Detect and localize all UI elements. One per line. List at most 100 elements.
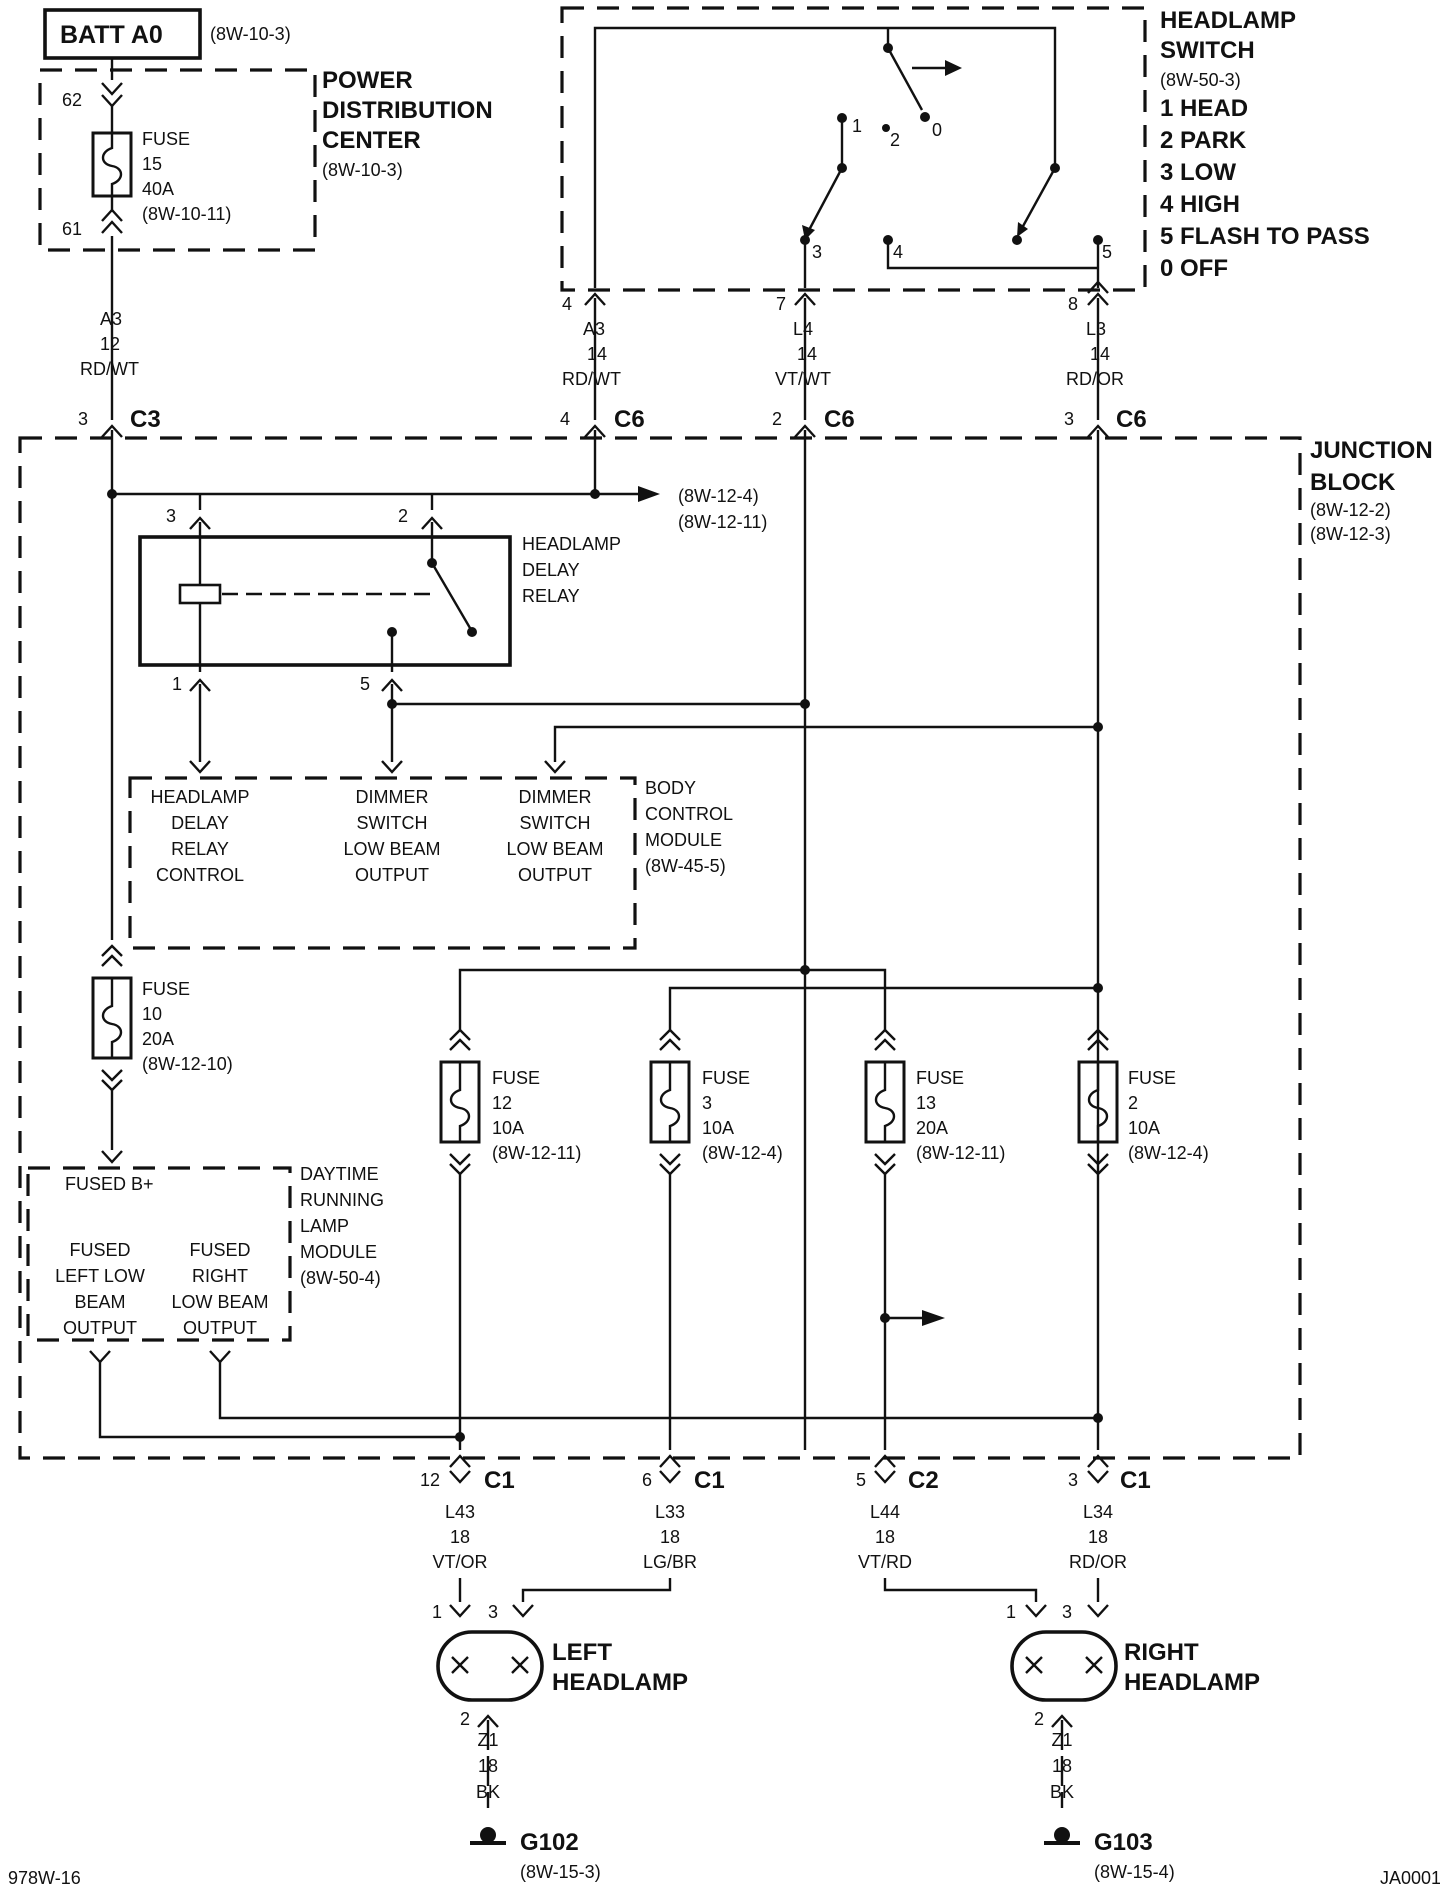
top-wire3-pin: 8 xyxy=(1068,294,1078,314)
bcm-line1: BODY xyxy=(645,778,696,798)
rh-pin2: 2 xyxy=(1034,1709,1044,1729)
bw3-pin: 5 xyxy=(856,1470,866,1490)
top-wire2-conn: C6 xyxy=(824,406,855,433)
rh-title2: HEADLAMP xyxy=(1124,1669,1260,1696)
pdc-fuse-line3: 40A xyxy=(142,179,174,199)
bcm-line4: (8W-45-5) xyxy=(645,856,726,876)
hs-line6: 3 LOW xyxy=(1160,159,1236,186)
fuse2-line1: FUSE xyxy=(1128,1068,1176,1088)
fuse10-line4: (8W-12-10) xyxy=(142,1054,233,1074)
rh-pin3: 3 xyxy=(1062,1602,1072,1622)
jb-title-line2: BLOCK xyxy=(1310,469,1396,496)
feed-wire-gauge: 12 xyxy=(100,334,120,354)
fuse13-line2: 13 xyxy=(916,1093,936,1113)
feed-wire-circuit: A3 xyxy=(100,309,122,329)
bw3-circuit: L44 xyxy=(870,1502,900,1522)
bw4-gauge: 18 xyxy=(1088,1527,1108,1547)
hs-contact-5: 5 xyxy=(1102,242,1112,262)
hs-line9: 0 OFF xyxy=(1160,255,1228,282)
lh-ground-color: BK xyxy=(476,1782,500,1802)
right-headlamp-symbol xyxy=(1010,1630,1118,1702)
fuse10-line3: 20A xyxy=(142,1029,174,1049)
relay-pin3: 3 xyxy=(166,506,176,526)
top-wire1-gauge: 14 xyxy=(587,344,607,364)
bcm-out1-line1: HEADLAMP xyxy=(150,787,249,807)
drl-right-line3: LOW BEAM xyxy=(171,1292,268,1312)
fuse12-symbol xyxy=(439,1028,481,1176)
rh-ground-ref: (8W-15-4) xyxy=(1094,1862,1175,1882)
jb-arrow-ref1: (8W-12-4) xyxy=(678,486,759,506)
fuse3-line3: 10A xyxy=(702,1118,734,1138)
hs-line7: 4 HIGH xyxy=(1160,191,1240,218)
drl-right-line2: RIGHT xyxy=(192,1266,248,1286)
fuse12-line3: 10A xyxy=(492,1118,524,1138)
drl-right-line4: OUTPUT xyxy=(183,1318,257,1338)
lh-pin3: 3 xyxy=(488,1602,498,1622)
hs-line2: SWITCH xyxy=(1160,37,1255,64)
hs-contact-1: 1 xyxy=(852,116,862,136)
bw3-gauge: 18 xyxy=(875,1527,895,1547)
batt-ref: (8W-10-3) xyxy=(210,24,291,44)
fuse10-line2: 10 xyxy=(142,1004,162,1024)
hs-line5: 2 PARK xyxy=(1160,127,1247,154)
drl-left-line2: LEFT LOW xyxy=(55,1266,145,1286)
bw2-circuit: L33 xyxy=(655,1502,685,1522)
hs-line8: 5 FLASH TO PASS xyxy=(1160,223,1370,250)
pdc-pin-top: 62 xyxy=(62,90,82,110)
fuse13-line1: FUSE xyxy=(916,1068,964,1088)
g103-ground-icon xyxy=(1054,1827,1070,1843)
relay-pin1: 1 xyxy=(172,674,182,694)
bw1-circuit: L43 xyxy=(445,1502,475,1522)
bcm-out1-line3: RELAY xyxy=(171,839,229,859)
pdc-ref: (8W-10-3) xyxy=(322,160,403,180)
lh-pin1: 1 xyxy=(432,1602,442,1622)
bcm-out1-line2: DELAY xyxy=(171,813,229,833)
lh-ground-ref: (8W-15-3) xyxy=(520,1862,601,1882)
lh-ground-label: G102 xyxy=(520,1829,579,1856)
bcm-out2-line1: DIMMER xyxy=(356,787,429,807)
pdc-pin-bottom: 61 xyxy=(62,219,82,239)
drl-title-line5: (8W-50-4) xyxy=(300,1268,381,1288)
hs-contact-2: 2 xyxy=(890,130,900,150)
bcm-out3-line2: SWITCH xyxy=(520,813,591,833)
hs-line1: HEADLAMP xyxy=(1160,7,1296,34)
relay-box xyxy=(138,535,512,667)
pdc-title-line2: DISTRIBUTION xyxy=(322,97,493,124)
feed-wire-color: RD/WT xyxy=(80,359,139,379)
fuse13-line3: 20A xyxy=(916,1118,948,1138)
bw3-conn: C2 xyxy=(908,1467,939,1494)
bcm-out3-line3: LOW BEAM xyxy=(506,839,603,859)
drl-title-line3: LAMP xyxy=(300,1216,349,1236)
bcm-out2-line4: OUTPUT xyxy=(355,865,429,885)
relay-line3: RELAY xyxy=(522,586,580,606)
bw3-color: VT/RD xyxy=(858,1552,912,1572)
bw1-color: VT/OR xyxy=(432,1552,487,1572)
hs-line4: 1 HEAD xyxy=(1160,95,1248,122)
rh-title1: RIGHT xyxy=(1124,1639,1199,1666)
pdc-title-line1: POWER xyxy=(322,67,413,94)
drl-left-line4: OUTPUT xyxy=(63,1318,137,1338)
drl-left-line3: BEAM xyxy=(74,1292,125,1312)
pdc-fuse-line4: (8W-10-11) xyxy=(142,204,231,224)
top-wire2-pin: 7 xyxy=(776,294,786,314)
bw1-conn: C1 xyxy=(484,1467,515,1494)
bw2-pin: 6 xyxy=(642,1470,652,1490)
drl-title-line2: RUNNING xyxy=(300,1190,384,1210)
rh-ground-circuit: Z1 xyxy=(1051,1730,1072,1750)
drl-left-line1: FUSED xyxy=(69,1240,130,1260)
hs-contact-3: 3 xyxy=(812,242,822,262)
jb-ref1: (8W-12-2) xyxy=(1310,500,1391,520)
pdc-title-line3: CENTER xyxy=(322,127,421,154)
top-wire3-conn: C6 xyxy=(1116,406,1147,433)
top-wire2-color: VT/WT xyxy=(775,369,831,389)
bw2-gauge: 18 xyxy=(660,1527,680,1547)
fuse12-line2: 12 xyxy=(492,1093,512,1113)
fuse13-line4: (8W-12-11) xyxy=(916,1143,1005,1163)
fuse3-line4: (8W-12-4) xyxy=(702,1143,783,1163)
fuse2-line3: 10A xyxy=(1128,1118,1160,1138)
bcm-out2-line3: LOW BEAM xyxy=(343,839,440,859)
drl-fused-b: FUSED B+ xyxy=(65,1174,154,1194)
lh-title1: LEFT xyxy=(552,1639,612,1666)
top-wire1-circuit: A3 xyxy=(583,319,605,339)
